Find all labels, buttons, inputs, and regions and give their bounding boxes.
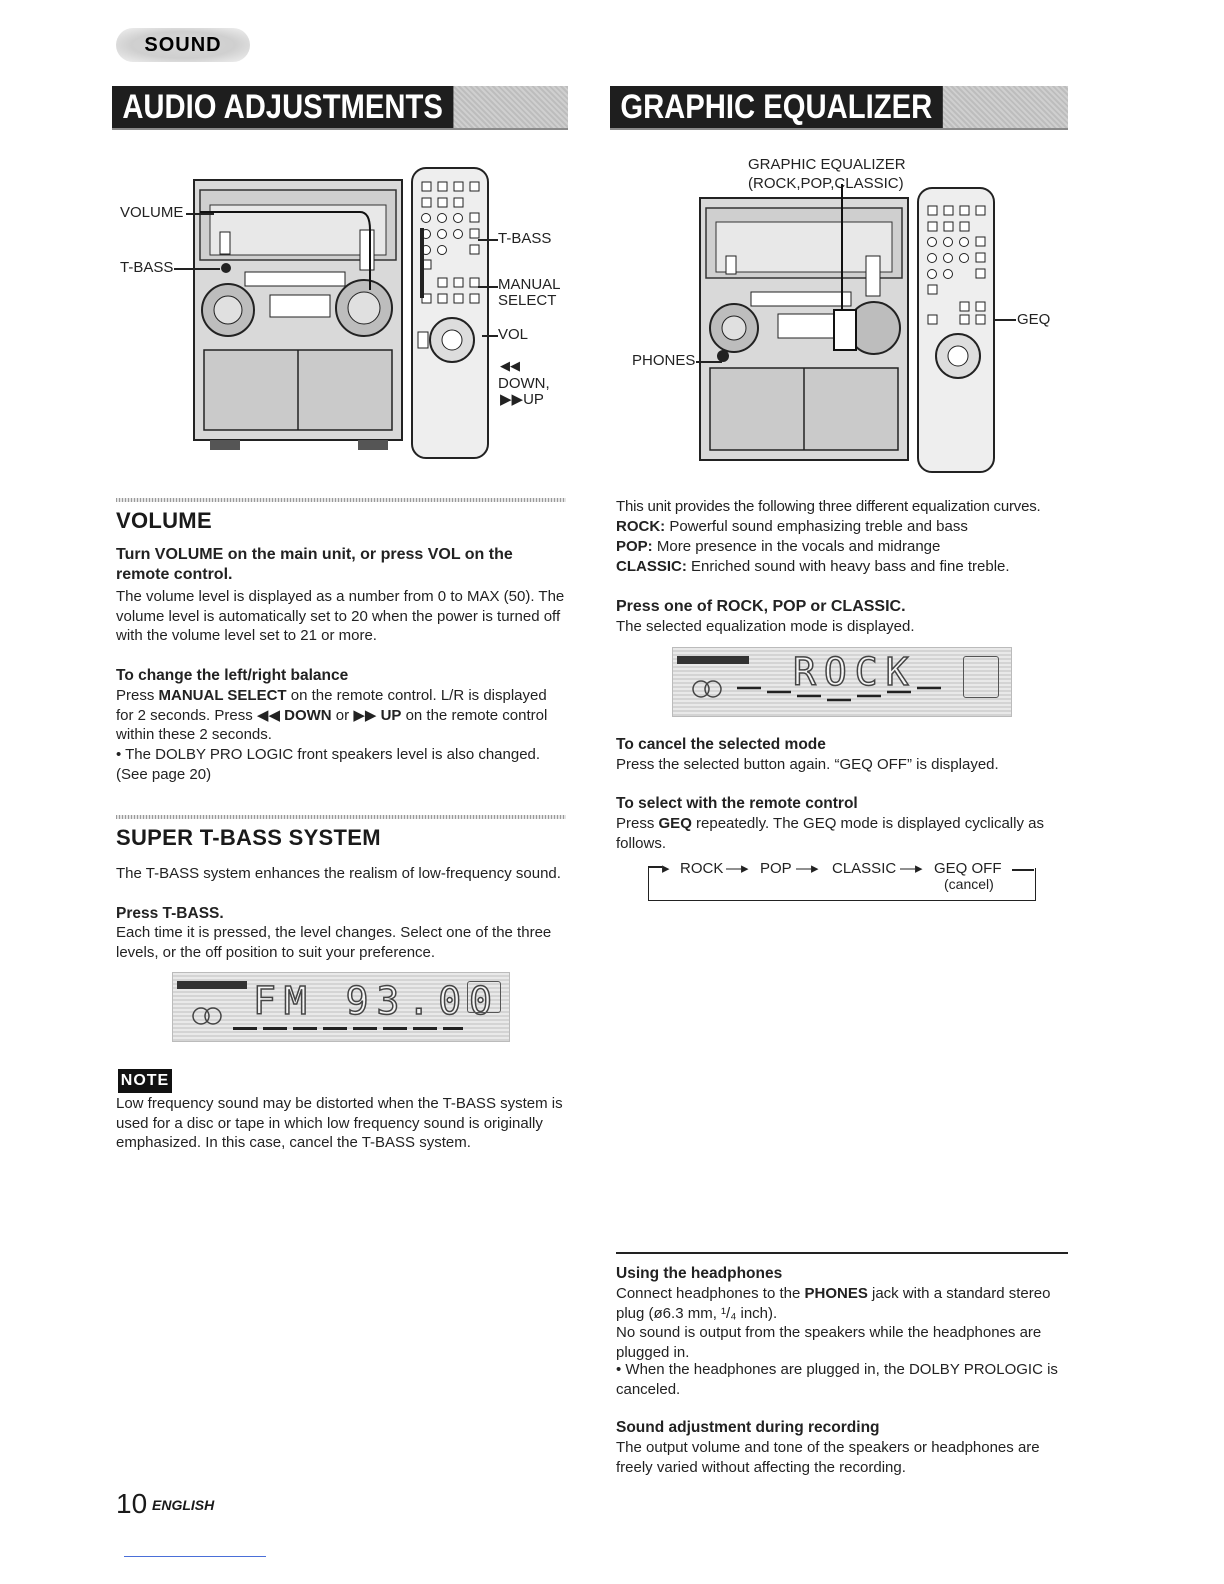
vol-label: VOL (498, 326, 529, 343)
geq-intro: This unit provides the following three d… (616, 498, 1041, 515)
tbass-press-body: Each time it is pressed, the level chang… (116, 924, 552, 961)
lcd-frequency: FM 93.00 (252, 978, 501, 1024)
cycle-arrow: —▸ (796, 860, 819, 877)
cycle-cancel: (cancel) (944, 876, 994, 892)
cycle-geq-off: GEQ OFF (934, 860, 1002, 877)
cycle-arrow-start (648, 866, 662, 868)
down-label: DOWN, (498, 375, 550, 392)
remote-body: Press GEQ repeatedly. The GEQ mode is di… (616, 815, 1044, 852)
curve-pop: POP: More presence in the vocals and mid… (616, 538, 941, 555)
phones-leader (696, 361, 722, 363)
tbass-indicator (177, 981, 247, 989)
note-body: Low frequency sound may be distorted whe… (116, 1095, 563, 1151)
headphones-rule (616, 1252, 1068, 1254)
headphones-body-2: No sound is output from the speakers whi… (616, 1324, 1042, 1361)
audio-adjustments-banner: AUDIO ADJUSTMENTS (112, 86, 568, 130)
section-divider (116, 498, 566, 502)
graphic-equalizer-banner: GRAPHIC EQUALIZER (610, 86, 1068, 130)
page-number: 10 (116, 1488, 148, 1519)
section-tag: SOUND (116, 28, 250, 62)
down-symbol: ◀◀ (500, 358, 520, 373)
up-label: ▶▶UP (500, 391, 544, 408)
cycle-arrow: —▸ (900, 860, 923, 877)
dolby-icon (192, 1007, 222, 1025)
volume-leader-line (186, 213, 214, 215)
geq-label-line1: GRAPHIC EQUALIZER (748, 156, 906, 173)
lcd-box (467, 981, 501, 1013)
banner-title: GRAPHIC EQUALIZER (610, 86, 943, 128)
cycle-rock: ROCK (680, 860, 724, 877)
geq-leader (994, 319, 1016, 321)
tbass-leader-line (174, 268, 220, 270)
cycle-arrow-end (1012, 869, 1034, 871)
manual-leader (478, 286, 498, 288)
volume-instruction: Turn VOLUME on the main unit, or press V… (116, 546, 513, 583)
balance-heading: To change the left/right balance (116, 667, 349, 684)
curve-classic: CLASSIC: Enriched sound with heavy bass … (616, 558, 1010, 575)
volume-body: The volume level is displayed as a numbe… (116, 588, 565, 644)
tbass-remote-label: T-BASS (498, 230, 552, 247)
cycle-classic: CLASSIC (832, 860, 897, 877)
recording-body: The output volume and tone of the speake… (616, 1439, 1040, 1476)
dolby-icon (692, 680, 722, 698)
tbass-body: The T-BASS system enhances the realism o… (116, 865, 561, 882)
headphones-body: Connect headphones to the PHONES jack wi… (616, 1285, 1051, 1322)
geq-label-line2: (ROCK,POP,CLASSIC) (748, 175, 904, 192)
volume-heading: VOLUME (116, 508, 212, 533)
lcd-mode: ROCK (792, 649, 917, 695)
cycle-pop: POP (760, 860, 792, 877)
curve-rock: ROCK: Powerful sound emphasizing treble … (616, 518, 968, 535)
tbass-remote-leader (478, 239, 498, 241)
balance-body: Press MANUAL SELECT on the remote contro… (116, 687, 548, 743)
cycle-arrow: —▸ (726, 860, 749, 877)
cancel-heading: To cancel the selected mode (616, 736, 826, 753)
tbass-lcd-display: FM 93.00 (172, 972, 510, 1042)
vol-leader (482, 335, 498, 337)
press-geq-body: The selected equalization mode is displa… (616, 618, 915, 635)
tbass-main-label: T-BASS (120, 259, 174, 276)
geq-cycle-diagram (648, 868, 1036, 901)
cycle-arrow: ▸ (662, 860, 670, 877)
stereo-with-remote-illustration-geq (699, 184, 995, 473)
tbass-press: Press T-BASS. (116, 905, 224, 922)
phones-label: PHONES (632, 352, 696, 369)
headphones-bullet: • When the headphones are plugged in, th… (616, 1361, 1058, 1398)
footer-link-line (124, 1556, 266, 1557)
lcd-box (963, 656, 999, 698)
page-language: ENGLISH (152, 1497, 215, 1513)
geq-lcd-display: ROCK (672, 647, 1012, 717)
manual-label: MANUAL (498, 276, 561, 293)
geq-label: GEQ (1017, 311, 1051, 328)
section-divider (116, 815, 566, 819)
stereo-with-remote-illustration (193, 167, 489, 459)
balance-bullet: • The DOLBY PRO LOGIC front speakers lev… (116, 746, 541, 783)
cancel-body: Press the selected button again. “GEQ OF… (616, 756, 999, 773)
headphones-heading: Using the headphones (616, 1265, 783, 1282)
geq-indicator (677, 656, 749, 664)
volume-label: VOLUME (120, 204, 184, 221)
press-geq-heading: Press one of ROCK, POP or CLASSIC. (616, 598, 906, 615)
note-badge: NOTE (118, 1069, 172, 1093)
tbass-heading: SUPER T-BASS SYSTEM (116, 825, 381, 850)
level-segments (233, 1027, 463, 1030)
eq-curve-segments (737, 686, 941, 702)
remote-heading: To select with the remote control (616, 795, 858, 812)
recording-heading: Sound adjustment during recording (616, 1419, 880, 1436)
select-label: SELECT (498, 292, 557, 309)
banner-title: AUDIO ADJUSTMENTS (112, 86, 454, 128)
